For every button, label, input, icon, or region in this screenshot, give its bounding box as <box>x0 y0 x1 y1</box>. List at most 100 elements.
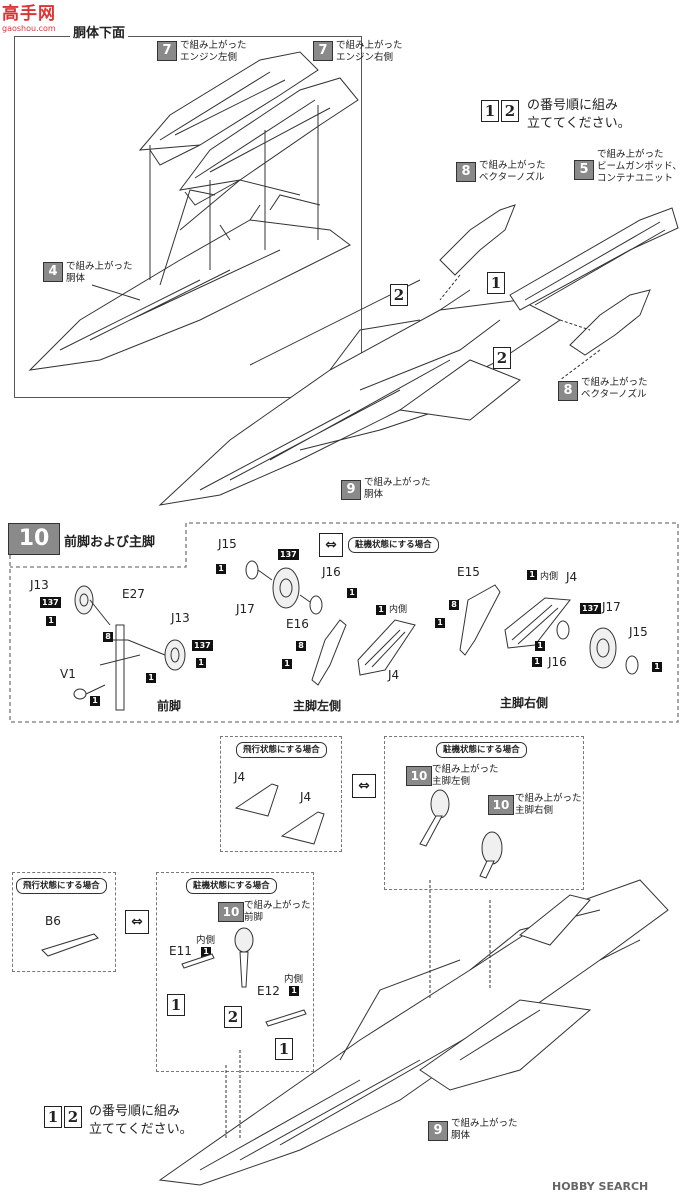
front-gear-icon <box>181 927 307 1027</box>
flight-state-box <box>220 736 342 852</box>
part-tag: 137 <box>278 549 299 560</box>
part-qty: 1 <box>46 616 56 626</box>
right-gear-label: 主脚右側 <box>500 696 549 710</box>
step9-illustration <box>28 51 679 506</box>
assembly-mark: 1 <box>275 1038 293 1060</box>
part-label: E15 <box>457 565 480 579</box>
part-qty: 1 <box>282 659 292 669</box>
parked-state-box <box>384 736 584 890</box>
swap-arrow-icon: ⇔ <box>319 533 343 557</box>
order-number-2: 2 <box>501 100 519 122</box>
part-qty: 1 <box>347 588 357 598</box>
step9-callout-text: で組み上がった 胴体 <box>66 261 133 284</box>
order-instruction: の番号順に組み 立ててください。 <box>527 98 631 131</box>
flight-state-box-2 <box>12 872 116 972</box>
assembly-mark: 2 <box>493 347 511 369</box>
part-label: 内側 <box>284 974 304 985</box>
part-label: 内側 <box>389 605 408 615</box>
step9-callout-num: 8 <box>558 381 578 401</box>
part-label: E16 <box>286 617 309 631</box>
step9-callout-num: 7 <box>157 41 177 61</box>
part-label: J16 <box>548 655 567 669</box>
step9-callout-text: で組み上がった ベクターノズル <box>581 377 648 400</box>
step10-title: 前脚および主脚 <box>64 535 156 550</box>
swap-arrow-icon: ⇔ <box>352 774 376 798</box>
part-label: V1 <box>60 667 76 681</box>
step10-number: 10 <box>8 523 60 555</box>
step9-callout-text: で組み上がった ベクターノズル <box>479 160 546 183</box>
parked-callout-num: 10 <box>488 795 514 815</box>
part-label: E27 <box>122 587 145 601</box>
assembly-mark: 1 <box>167 994 185 1016</box>
part-label: J4 <box>388 668 400 682</box>
part-qty: 1 <box>652 662 662 672</box>
part-qty: 8 <box>103 632 113 642</box>
watermark-logo: 高手网 gaoshou.com <box>2 4 66 44</box>
credit-text: HOBBY SEARCH <box>552 1180 649 1193</box>
part-qty: 1 <box>527 570 537 580</box>
part-label: J13 <box>171 611 190 625</box>
part-label: E11 <box>169 944 192 958</box>
part-tag: 137 <box>40 597 61 608</box>
flight-label: 飛行状態にする場合 <box>236 742 327 758</box>
parked2-callout-num: 10 <box>218 902 244 922</box>
part-qty: 1 <box>532 657 542 667</box>
part-qty: 1 <box>90 696 100 706</box>
part-label: J4 <box>300 790 312 804</box>
bottom-order-instruction: の番号順に組み 立ててください。 <box>89 1104 193 1137</box>
bottom-callout-num: 9 <box>428 1121 448 1141</box>
bottom-order-number-1: 1 <box>44 1106 62 1128</box>
step10-illustration <box>73 560 639 711</box>
part-qty: 8 <box>296 641 306 651</box>
part-label: E12 <box>257 984 280 998</box>
assembly-mark: 1 <box>487 272 505 294</box>
part-qty: 1 <box>216 564 226 574</box>
parked2-label: 駐機状態にする場合 <box>186 878 277 894</box>
step9-callout-text: で組み上がった エンジン右側 <box>336 40 403 63</box>
part-label: J4 <box>566 570 578 584</box>
part-label: 内側 <box>196 935 216 946</box>
part-qty: 1 <box>201 947 211 957</box>
swap-arrow-icon: ⇔ <box>125 910 149 934</box>
part-tag: 137 <box>580 603 601 614</box>
step9-header: 胴体下面 <box>70 22 129 41</box>
watermark-text: 高手网 <box>2 4 56 24</box>
part-label: J13 <box>30 578 49 592</box>
part-qty: 1 <box>376 605 386 615</box>
bottom-order-number-2: 2 <box>64 1106 82 1128</box>
flight2-label: 飛行状態にする場合 <box>16 878 107 894</box>
step9-callout-num: 4 <box>43 262 63 282</box>
step9-callout-num: 5 <box>574 160 594 180</box>
step10-frame <box>9 522 679 723</box>
step9-callout-num: 7 <box>313 41 333 61</box>
part-label: J15 <box>629 625 648 639</box>
part-label: J17 <box>602 600 621 614</box>
left-gear-label: 主脚左側 <box>293 699 342 713</box>
part-label: 内側 <box>540 572 559 582</box>
step9-callout-num: 9 <box>341 480 361 500</box>
part-tag: 137 <box>192 640 213 651</box>
front-gear-label: 前脚 <box>157 699 182 713</box>
step9-inset-frame <box>14 36 362 398</box>
part-label: J4 <box>234 770 246 784</box>
assembly-mark: 2 <box>390 284 408 306</box>
step9-callout-num: 8 <box>456 162 476 182</box>
step9-callout-text: で組み上がった 胴体 <box>364 477 431 500</box>
parked-box-label: 駐機状態にする場合 <box>436 742 527 758</box>
assembly-mark: 2 <box>224 1006 242 1028</box>
part-qty: 1 <box>435 618 445 628</box>
part-qty: 8 <box>449 600 459 610</box>
b6-part-icon <box>41 933 99 957</box>
step9-callout-text: で組み上がった エンジン左側 <box>180 40 247 63</box>
parked-label: 駐機状態にする場合 <box>348 537 439 553</box>
part-qty: 1 <box>289 986 299 996</box>
parked-callout-num: 10 <box>406 766 432 786</box>
parked2-callout-text: で組み上がった 前脚 <box>244 900 311 923</box>
part-qty: 1 <box>535 641 545 651</box>
watermark-sub: gaoshou.com <box>2 24 56 33</box>
part-label: J15 <box>218 537 237 551</box>
parked-state-box-2 <box>156 872 314 1072</box>
parked-callout-text: で組み上がった 主脚右側 <box>515 793 582 816</box>
part-qty: 1 <box>146 673 156 683</box>
